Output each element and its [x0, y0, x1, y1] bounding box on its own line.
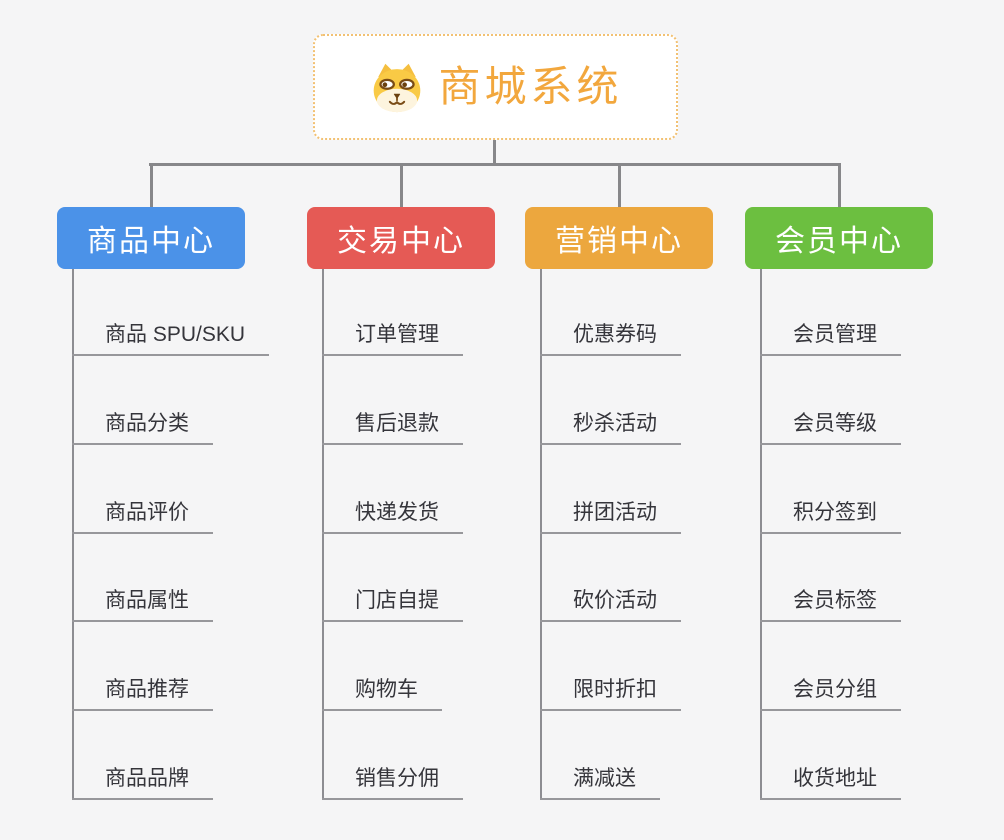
child-topic[interactable]: 购物车: [322, 677, 442, 711]
connector-trunk-trade-center: [322, 269, 324, 800]
child-topic[interactable]: 商品评价: [72, 500, 213, 534]
child-topic[interactable]: 限时折扣: [540, 677, 681, 711]
connector-branch-drop: [149, 163, 153, 207]
child-topic[interactable]: 会员分组: [760, 677, 901, 711]
child-topic[interactable]: 门店自提: [322, 588, 463, 622]
child-topic[interactable]: 积分签到: [760, 500, 901, 534]
connector-branch-drop: [617, 163, 621, 207]
connector-root-drop: [493, 140, 496, 166]
dog-face-icon: [374, 63, 421, 113]
branch-box-marketing-center[interactable]: 营销中心: [525, 207, 713, 269]
root-title: 商城系统: [438, 63, 623, 110]
connector-main-rail: [149, 163, 840, 166]
child-topic[interactable]: 会员等级: [760, 411, 901, 445]
child-topic[interactable]: 收货地址: [760, 766, 901, 800]
root-node[interactable]: 商城系统: [313, 34, 678, 140]
child-topic[interactable]: 优惠券码: [540, 322, 681, 356]
connector-trunk-member-center: [760, 269, 762, 800]
child-topic[interactable]: 商品属性: [72, 588, 213, 622]
branch-box-member-center[interactable]: 会员中心: [745, 207, 933, 269]
child-topic[interactable]: 快递发货: [322, 500, 463, 534]
child-topic[interactable]: 商品分类: [72, 411, 213, 445]
child-topic[interactable]: 订单管理: [322, 322, 463, 356]
connector-branch-drop: [837, 163, 841, 207]
child-topic[interactable]: 商品品牌: [72, 766, 213, 800]
connector-branch-drop: [399, 163, 403, 207]
child-topic[interactable]: 会员标签: [760, 588, 901, 622]
child-topic[interactable]: 满减送: [540, 766, 660, 800]
child-topic[interactable]: 砍价活动: [540, 588, 681, 622]
branch-box-trade-center[interactable]: 交易中心: [307, 207, 495, 269]
child-topic[interactable]: 会员管理: [760, 322, 901, 356]
child-topic[interactable]: 秒杀活动: [540, 411, 681, 445]
child-topic[interactable]: 售后退款: [322, 411, 463, 445]
child-topic[interactable]: 商品推荐: [72, 677, 213, 711]
branch-box-product-center[interactable]: 商品中心: [57, 207, 245, 269]
child-topic[interactable]: 商品 SPU/SKU: [72, 322, 270, 356]
child-topic[interactable]: 销售分佣: [322, 766, 463, 800]
connector-trunk-marketing-center: [540, 269, 542, 800]
child-topic[interactable]: 拼团活动: [540, 500, 681, 534]
connector-trunk-product-center: [72, 269, 74, 800]
